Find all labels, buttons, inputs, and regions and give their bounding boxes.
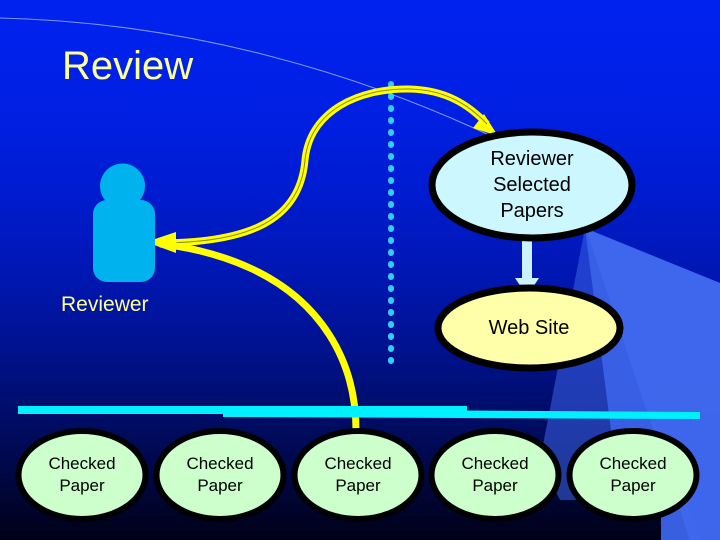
horizontal-cyan-rule — [18, 406, 700, 419]
checked-papers-to-reviewer-arrow-line — [159, 240, 360, 431]
page-title: Review — [62, 44, 194, 88]
reviewer-actor-label: Reviewer — [61, 293, 149, 316]
decorative-arc — [0, 17, 521, 151]
checked-paper-ellipse[interactable] — [566, 428, 700, 522]
yellow-curve-shadow — [157, 88, 488, 244]
checked-paper-ellipse[interactable] — [15, 428, 149, 522]
reviewer-selected-papers-ellipse[interactable] — [428, 128, 636, 242]
checked-paper-ellipse[interactable] — [291, 428, 425, 522]
person-icon-body — [93, 200, 155, 282]
reviewer-arrowhead — [146, 232, 176, 253]
checked-paper-ellipse[interactable] — [153, 428, 287, 522]
web-site-ellipse[interactable] — [434, 284, 624, 372]
reviewer-to-papers-arrow-line — [157, 85, 490, 247]
reviewer-to-papers-arrowhead — [473, 114, 498, 136]
person-icon-head — [100, 163, 145, 209]
checked-paper-ellipse[interactable] — [428, 428, 562, 522]
